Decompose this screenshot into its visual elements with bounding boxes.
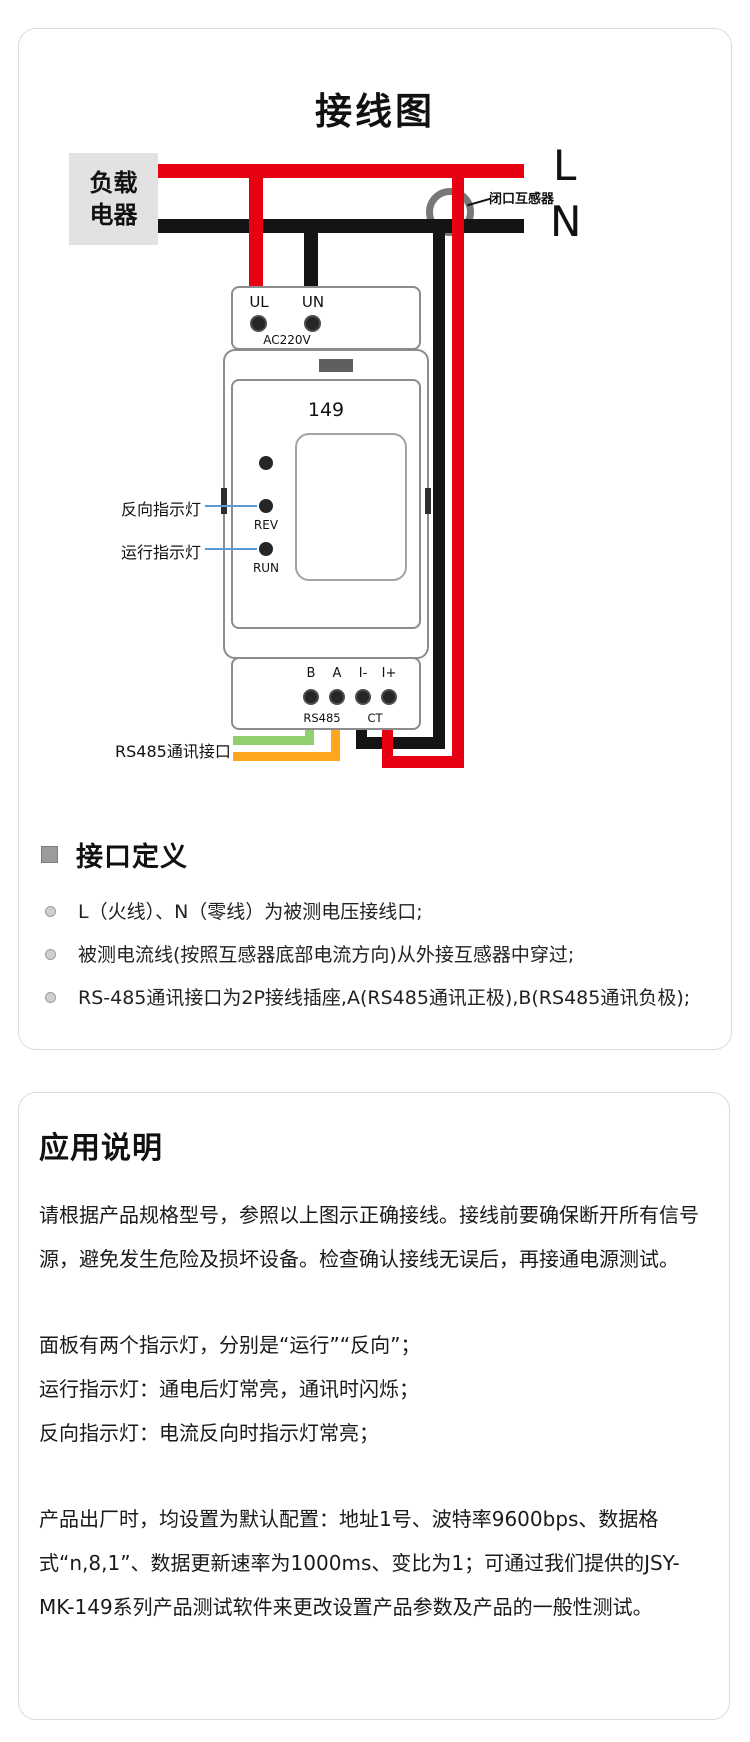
rev-led-label: REV (253, 518, 279, 532)
ct-loop-red-drop (382, 726, 393, 762)
load-box-line2: 电器 (89, 201, 138, 229)
din-mount-notch (319, 359, 353, 372)
ct-loop-black-vertical (433, 221, 445, 749)
bullet-dot-icon (45, 992, 56, 1003)
ct-loop-black-drop (356, 726, 367, 749)
top-terminal-block: UL UN AC220V (231, 286, 421, 350)
right-side-notch (425, 488, 431, 514)
ct-loop-red-horizontal (382, 756, 464, 768)
reverse-led-note: 反向指示灯：电流反向时指示灯常亮； (39, 1421, 379, 1445)
rs485-group-label: RS485 (303, 711, 341, 725)
rs485-b-wire-vertical (305, 726, 314, 745)
terminal-b (303, 689, 319, 705)
notes-heading: 应用说明 (39, 1131, 163, 1166)
terminal-i-minus-label: I- (358, 666, 368, 681)
terminal-i-minus (355, 689, 371, 705)
ct-label: 闭口互感器 (489, 192, 555, 207)
ct-loop-red-vertical (452, 166, 464, 768)
ct-group-label: CT (367, 711, 383, 725)
interface-item-text: 被测电流线(按照互感器底部电流方向)从外接互感器中穿过; (78, 944, 575, 966)
run-led-callout: 运行指示灯 (120, 543, 201, 562)
led-note: 面板有两个指示灯，分别是“运行”“反向”； (39, 1333, 421, 1357)
reverse-led-pointer-line (205, 505, 257, 507)
live-wire-horizontal (158, 164, 524, 178)
run-led-label: RUN (252, 561, 280, 575)
application-notes-card: 应用说明 请根据产品规格型号，参照以上图示正确接线。接线前要确保断开所有信号源，… (18, 1092, 730, 1720)
list-item: L（火线）、N（零线）为被测电压接线口; (41, 898, 733, 926)
run-led-pointer-line (205, 548, 257, 550)
interface-definition-section: 接口定义 L（火线）、N（零线）为被测电压接线口; 被测电流线(按照互感器底部电… (41, 835, 733, 1027)
un-terminal-label: UN (301, 293, 325, 311)
line-l-label: L (553, 141, 577, 190)
rs485-b-wire-horizontal (233, 736, 314, 745)
neutral-wire-horizontal (158, 219, 524, 233)
terminal-b-label: B (306, 666, 316, 681)
ul-terminal-label: UL (249, 293, 269, 311)
default-config-note: 产品出厂时，均设置为默认配置：地址1号、波特率9600bps、数据格式“n,8,… (39, 1507, 680, 1619)
list-item: RS-485通讯接口为2P接线插座,A(RS485通讯正极),B(RS485通讯… (41, 984, 733, 1012)
terminal-i-plus-label: I+ (381, 666, 397, 681)
ct-loop-black-horizontal (356, 737, 445, 749)
rs485-a-wire-horizontal (233, 752, 340, 761)
interface-item-text: L（火线）、N（零线）为被测电压接线口; (78, 901, 423, 923)
model-number: 149 (307, 399, 345, 421)
rs485-port-callout: RS485通讯接口 (115, 742, 231, 761)
neutral-wire-to-un (304, 224, 318, 294)
voltage-rating-label: AC220V (263, 333, 311, 347)
rs485-a-wire-vertical (331, 726, 340, 761)
bullet-dot-icon (45, 949, 56, 960)
wiring-note: 请根据产品规格型号，参照以上图示正确接线。接线前要确保断开所有信号源，避免发生危… (39, 1203, 699, 1271)
un-terminal (304, 315, 321, 332)
line-n-label: N (550, 197, 582, 246)
interface-list: L（火线）、N（零线）为被测电压接线口; 被测电流线(按照互感器底部电流方向)从… (41, 898, 733, 1012)
interface-item-text: RS-485通讯接口为2P接线插座,A(RS485通讯正极),B(RS485通讯… (78, 987, 691, 1009)
list-item: 被测电流线(按照互感器底部电流方向)从外接互感器中穿过; (41, 941, 733, 969)
load-box-line1: 负载 (89, 169, 138, 197)
bullet-dot-icon (45, 906, 56, 917)
ul-terminal (250, 315, 267, 332)
display-window (295, 433, 407, 581)
wiring-diagram-card: 接线图 负载 电器 闭口互感器 L N RS485通讯接口 149 REV RU… (18, 28, 732, 1050)
bottom-terminal-block: B A I- I+ RS485 CT (231, 657, 421, 730)
reverse-led-callout: 反向指示灯 (120, 500, 201, 519)
live-wire-to-ul (249, 169, 263, 294)
section-square-icon (41, 846, 58, 863)
terminal-a (329, 689, 345, 705)
run-led-note: 运行指示灯：通电后灯常亮，通讯时闪烁； (39, 1377, 419, 1401)
diagram-title: 接线图 (315, 90, 435, 133)
rev-led (259, 499, 273, 513)
load-appliance-box: 负载 电器 (69, 153, 158, 245)
left-side-notch (221, 488, 227, 514)
interface-heading: 接口定义 (76, 842, 188, 873)
status-led (259, 456, 273, 470)
terminal-a-label: A (332, 666, 342, 681)
terminal-i-plus (381, 689, 397, 705)
run-led (259, 542, 273, 556)
